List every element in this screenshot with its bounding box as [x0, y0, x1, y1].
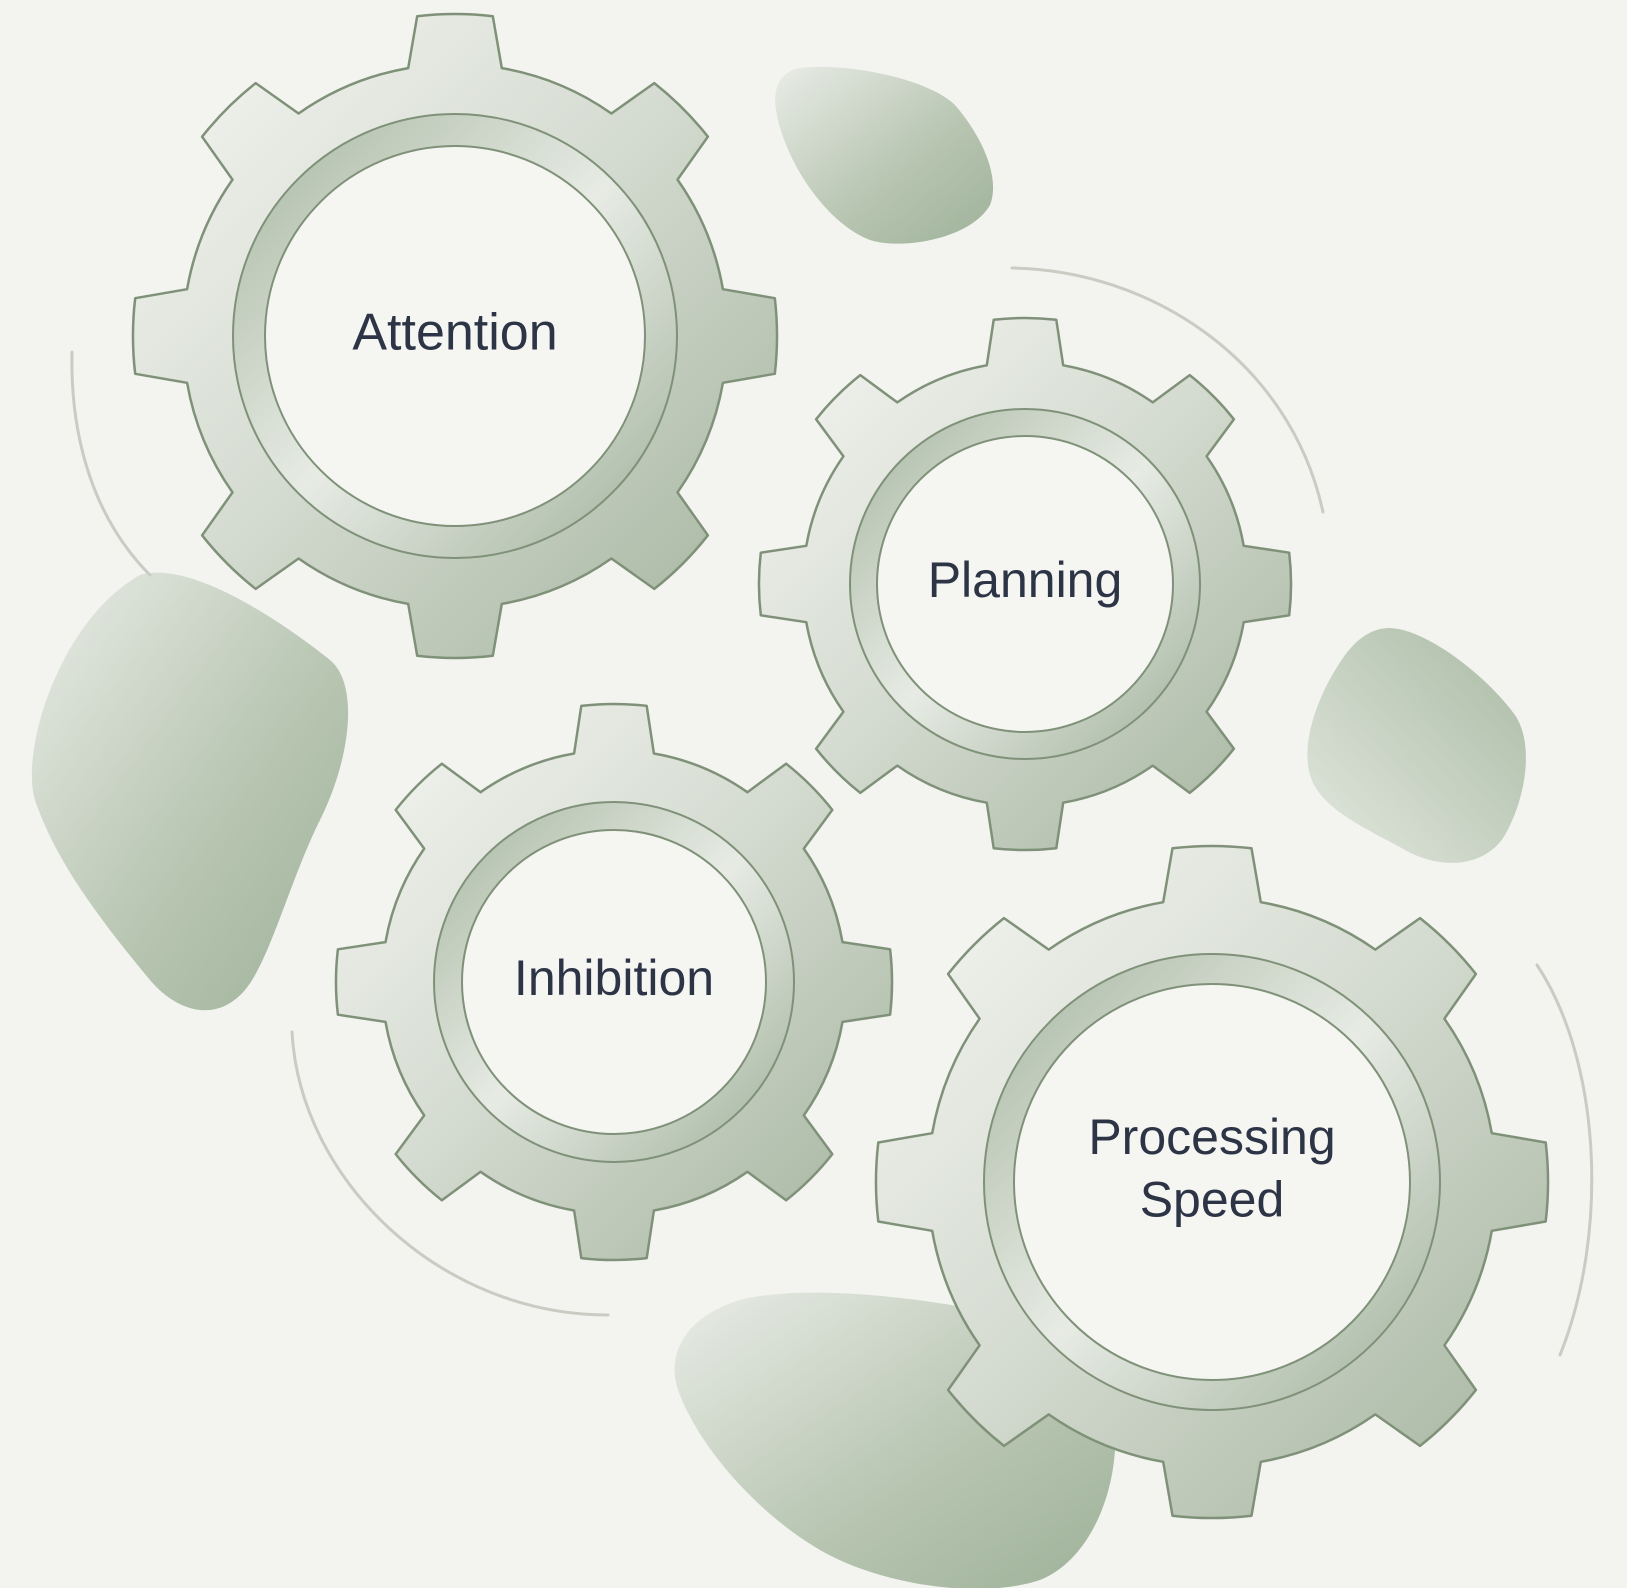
gear-center	[1013, 983, 1411, 1381]
gear-attention: Attention	[131, 12, 779, 660]
blob-left	[31, 572, 349, 1011]
gear-inhibition: Inhibition	[334, 702, 894, 1262]
gear-label: Attention	[352, 304, 557, 362]
gear-center	[876, 435, 1174, 733]
blob-top	[775, 66, 994, 244]
arc-top-right	[1010, 266, 1325, 514]
gear-center	[264, 145, 646, 527]
blob-right	[1307, 628, 1526, 863]
gear-label: Planning	[928, 552, 1123, 608]
gear-planning: Planning	[757, 316, 1293, 852]
arc-left	[70, 350, 152, 577]
arc-right	[1535, 963, 1594, 1357]
gear-label: Processing	[1088, 1109, 1335, 1165]
gear-label: Speed	[1140, 1171, 1285, 1227]
gears-layer: AttentionPlanningInhibitionProcessingSpe…	[131, 12, 1550, 1520]
background-blobs	[31, 66, 1526, 1588]
gear-center	[461, 829, 767, 1135]
background-arcs	[70, 266, 1594, 1357]
gear-label: Inhibition	[514, 950, 714, 1006]
arc-bottom-left	[290, 1030, 610, 1317]
